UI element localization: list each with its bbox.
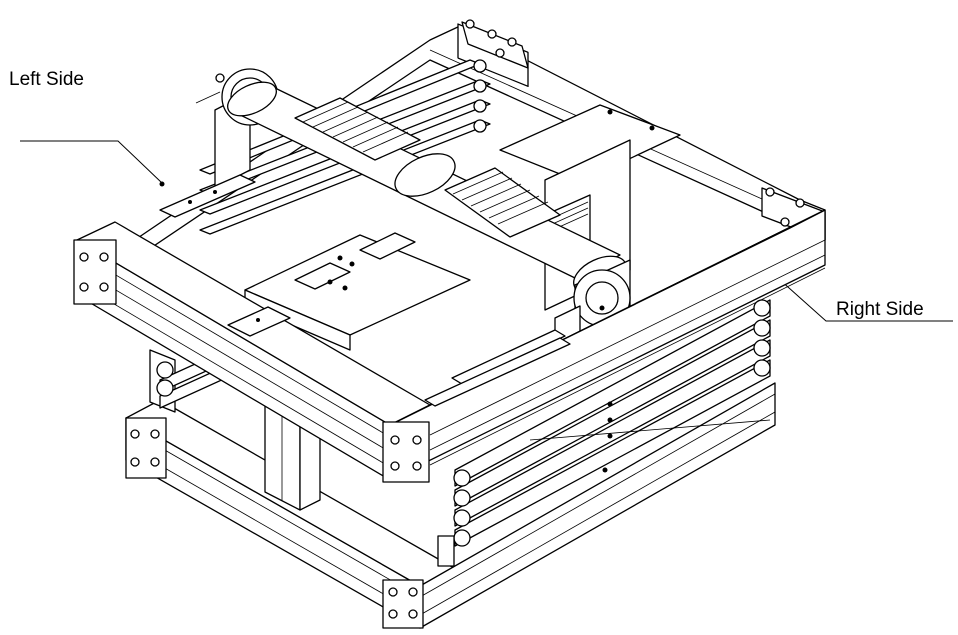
right-inner-rail-lower xyxy=(424,337,571,407)
bottom-corner-block-front xyxy=(382,579,424,629)
left-side-leader xyxy=(20,140,163,184)
top-right-plate xyxy=(499,104,681,183)
top-corner-block-left xyxy=(73,239,117,305)
bracket-knob-icon xyxy=(215,73,225,83)
platform-window-2 xyxy=(359,232,416,260)
platform-window-1 xyxy=(294,262,351,290)
left-frame-bracket xyxy=(159,174,256,218)
bellows-left xyxy=(294,97,421,161)
left-side-leader-dot xyxy=(159,181,165,187)
top-corner-block-front xyxy=(382,421,430,483)
right-side-leader xyxy=(769,270,953,322)
right-inner-rail xyxy=(451,329,566,385)
back-corner-plate xyxy=(461,21,529,69)
scissor-arms-right xyxy=(437,299,771,567)
bottom-corner-block-left xyxy=(125,417,167,479)
left-side-label: Left Side xyxy=(9,69,84,90)
center-platform xyxy=(244,232,471,351)
right-side-label: Right Side xyxy=(836,299,924,320)
